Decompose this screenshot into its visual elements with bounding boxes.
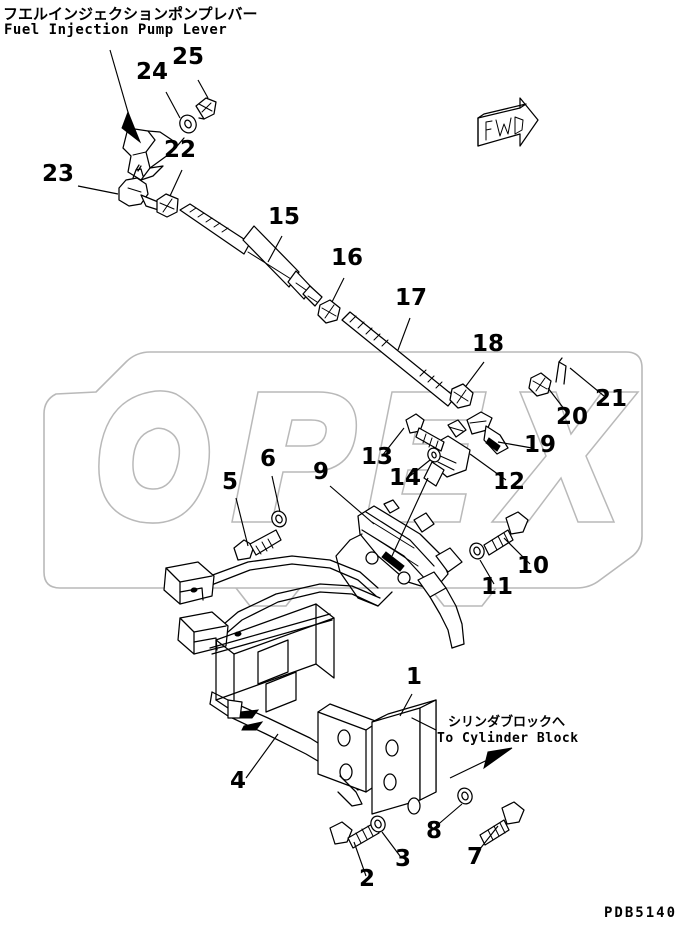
callout-number-4: 4: [230, 768, 246, 794]
callout-number-group: 1234567891011121314151617181920212223242…: [42, 44, 627, 892]
title-english: Fuel Injection Pump Lever: [4, 22, 228, 38]
callout-number-23: 23: [42, 161, 74, 187]
callout-number-5: 5: [222, 469, 238, 495]
callout-number-14: 14: [389, 465, 421, 491]
cylinder-block-note-japanese: シリンダブロックへ: [448, 715, 566, 730]
drawing-number: PDB5140: [604, 905, 678, 921]
callout-number-11: 11: [481, 574, 513, 600]
callout-number-3: 3: [395, 846, 411, 872]
callout-number-15: 15: [268, 204, 300, 230]
callout-number-6: 6: [260, 446, 276, 472]
callout-number-10: 10: [517, 553, 549, 579]
callout-number-2: 2: [359, 866, 375, 892]
callout-number-9: 9: [313, 459, 329, 485]
callout-number-12: 12: [493, 469, 525, 495]
callout-number-1: 1: [406, 664, 422, 690]
callout-number-22: 22: [164, 137, 196, 163]
callout-number-16: 16: [331, 245, 363, 271]
title-japanese: フエルインジェクションポンプレバー: [3, 3, 258, 24]
callout-number-18: 18: [472, 331, 504, 357]
callout-number-17: 17: [395, 285, 427, 311]
callout-number-19: 19: [524, 432, 556, 458]
callout-number-13: 13: [361, 444, 393, 470]
callout-number-24: 24: [136, 59, 168, 85]
callout-number-25: 25: [172, 44, 204, 70]
callout-number-20: 20: [556, 404, 588, 430]
callout-number-21: 21: [595, 386, 627, 412]
callout-number-7: 7: [467, 844, 483, 870]
cylinder-block-note-english: To Cylinder Block: [437, 731, 579, 746]
callout-number-8: 8: [426, 818, 442, 844]
